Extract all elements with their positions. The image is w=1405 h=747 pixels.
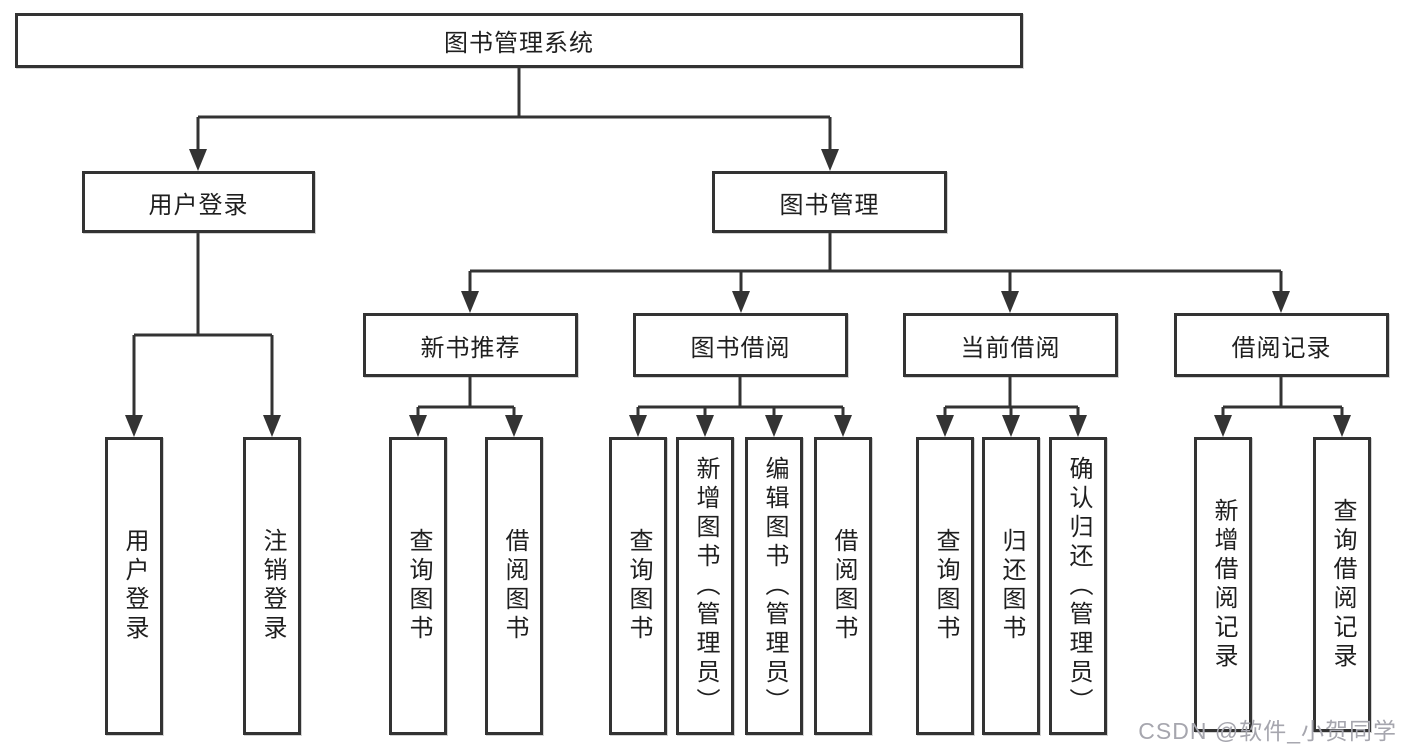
leaf-bb-edit-books-admin: 编辑图书（管理员） bbox=[745, 437, 803, 735]
arrowhead-group-book-borrow bbox=[732, 291, 750, 313]
leaf-nb-borrow-books: 借阅图书 bbox=[485, 437, 543, 735]
node-root-label: 图书管理系统 bbox=[444, 30, 594, 57]
arrowhead-book-management bbox=[821, 149, 839, 171]
leaf-cb-return-books: 归还图书 bbox=[982, 437, 1040, 735]
connector-user-login-to-leaves bbox=[132, 233, 274, 419]
arrowhead-bb-query bbox=[629, 415, 647, 437]
leaf-logout-label: 注销登录 bbox=[259, 528, 286, 644]
node-user-login-label: 用户登录 bbox=[148, 191, 249, 219]
arrowhead-group-current-borrow bbox=[1001, 291, 1019, 313]
leaf-cb-query-books: 查询图书 bbox=[916, 437, 974, 735]
leaf-nb-borrow-books-label: 借阅图书 bbox=[501, 528, 528, 644]
arrowhead-cb-return bbox=[1002, 415, 1020, 437]
arrowhead-group-new-book bbox=[461, 291, 479, 313]
arrowhead-bb-edit bbox=[765, 415, 783, 437]
leaf-br-query-record: 查询借阅记录 bbox=[1313, 437, 1371, 732]
connector-new-book-to-leaves bbox=[416, 377, 516, 419]
leaf-bb-borrow-books: 借阅图书 bbox=[814, 437, 872, 735]
arrowhead-nb-borrow bbox=[505, 415, 523, 437]
node-book-borrowing: 图书借阅 bbox=[633, 313, 848, 377]
node-book-management: 图书管理 bbox=[712, 171, 947, 233]
node-borrowing-records-label: 借阅记录 bbox=[1231, 334, 1332, 362]
node-new-book-recommend: 新书推荐 bbox=[363, 313, 578, 377]
arrowhead-cb-query bbox=[936, 415, 954, 437]
leaf-user-login: 用户登录 bbox=[105, 437, 163, 735]
leaf-br-query-record-label: 查询借阅记录 bbox=[1329, 497, 1356, 672]
arrowhead-cb-confirm bbox=[1069, 415, 1087, 437]
connector-book-management-to-groups bbox=[468, 233, 1283, 295]
node-book-management-label: 图书管理 bbox=[779, 191, 880, 219]
arrowhead-nb-query bbox=[409, 415, 427, 437]
leaf-cb-query-books-label: 查询图书 bbox=[932, 528, 959, 644]
leaf-cb-confirm-return-admin: 确认归还（管理员） bbox=[1049, 437, 1107, 735]
leaf-bb-query-books-label: 查询图书 bbox=[625, 528, 652, 644]
csdn-watermark: CSDN @软件_小贺同学 bbox=[1138, 718, 1397, 744]
node-book-borrowing-label: 图书借阅 bbox=[690, 334, 791, 362]
arrowhead-br-query bbox=[1333, 415, 1351, 437]
connector-book-borrow-to-leaves bbox=[636, 377, 845, 419]
leaf-br-add-record-label: 新增借阅记录 bbox=[1210, 497, 1237, 672]
node-current-borrowing-label: 当前借阅 bbox=[960, 334, 1061, 362]
leaf-cb-return-books-label: 归还图书 bbox=[998, 528, 1025, 644]
arrowhead-br-add bbox=[1214, 415, 1232, 437]
connector-current-borrow-to-leaves bbox=[943, 377, 1080, 419]
leaf-cb-confirm-return-admin-label: 确认归还（管理员） bbox=[1065, 455, 1092, 717]
arrowhead-leaf-logout bbox=[263, 415, 281, 437]
arrowhead-bb-add bbox=[696, 415, 714, 437]
leaf-bb-add-books-admin-label: 新增图书（管理员） bbox=[692, 455, 719, 717]
leaf-logout: 注销登录 bbox=[243, 437, 301, 735]
leaf-bb-edit-books-admin-label: 编辑图书（管理员） bbox=[761, 455, 788, 717]
leaf-user-login-label: 用户登录 bbox=[121, 528, 148, 644]
arrowhead-user-login bbox=[189, 149, 207, 171]
arrowhead-leaf-user-login bbox=[125, 415, 143, 437]
leaf-br-add-record: 新增借阅记录 bbox=[1194, 437, 1252, 732]
arrowhead-bb-borrow bbox=[834, 415, 852, 437]
node-current-borrowing: 当前借阅 bbox=[903, 313, 1118, 377]
leaf-bb-add-books-admin: 新增图书（管理员） bbox=[676, 437, 734, 735]
node-new-book-recommend-label: 新书推荐 bbox=[420, 334, 521, 362]
node-borrowing-records: 借阅记录 bbox=[1174, 313, 1389, 377]
node-root-system: 图书管理系统 bbox=[15, 13, 1023, 68]
connector-root-to-level2 bbox=[196, 68, 832, 153]
connector-borrow-record-to-leaves bbox=[1221, 377, 1344, 419]
arrowhead-group-borrow-record bbox=[1272, 291, 1290, 313]
leaf-bb-borrow-books-label: 借阅图书 bbox=[830, 528, 857, 644]
node-user-login: 用户登录 bbox=[82, 171, 315, 233]
leaf-bb-query-books: 查询图书 bbox=[609, 437, 667, 735]
leaf-nb-query-books: 查询图书 bbox=[389, 437, 447, 735]
leaf-nb-query-books-label: 查询图书 bbox=[405, 528, 432, 644]
